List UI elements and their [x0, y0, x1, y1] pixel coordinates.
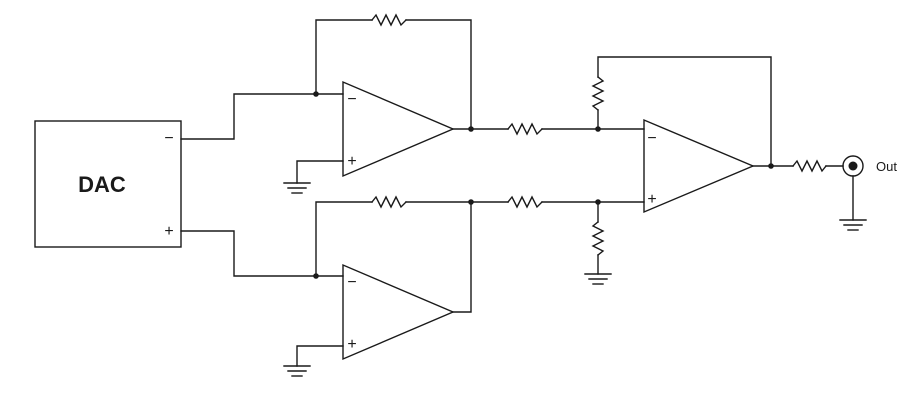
dac-block: DAC − +: [34, 120, 182, 248]
resistor-bottom-feedback: [371, 195, 407, 209]
dac-neg-pin-label: −: [164, 130, 173, 147]
resistor-diff-ground: [591, 221, 605, 256]
resistor-diff-input-top: [507, 122, 543, 136]
resistor-output: [792, 159, 827, 173]
junction-dot: [595, 199, 601, 205]
opamp-bottom-noninverting-label: +: [347, 336, 356, 353]
junction-dot: [468, 199, 474, 205]
wire-bottom-output: [452, 201, 472, 313]
opamp-diff-triangle: [643, 118, 755, 214]
dac-label: DAC: [78, 172, 126, 197]
wire-dac-pos-to-bottom-inverting: [180, 230, 344, 277]
wire-bottom-feedback-left: [315, 201, 373, 277]
opamp-top-inverting-label: −: [347, 91, 356, 108]
junction-dot: [313, 91, 319, 97]
ground-icon: [283, 182, 311, 194]
junction-dot: [468, 126, 474, 132]
opamp-bottom-inverting-label: −: [347, 274, 356, 291]
wire-top-noninverting-ground: [296, 160, 344, 184]
opamp-diff-noninverting-label: +: [647, 191, 656, 208]
resistor-diff-input-bottom: [507, 195, 543, 209]
dac-pos-pin-label: +: [164, 223, 173, 240]
opamp-top-noninverting-label: +: [347, 153, 356, 170]
opamp-diff: − +: [643, 118, 755, 214]
opamp-top-triangle: [342, 80, 455, 178]
wire-top-feedback-right: [405, 19, 472, 130]
opamp-diff-inverting-label: −: [647, 130, 656, 147]
junction-dot: [595, 126, 601, 132]
wire-diff-feedback-upper: [597, 56, 772, 167]
junction-dot: [768, 163, 774, 169]
wire-bottom-noninverting-ground: [296, 345, 344, 367]
output-label: Out: [876, 159, 897, 174]
opamp-bottom-triangle: [342, 263, 455, 361]
resistor-top-feedback: [371, 13, 407, 27]
resistor-diff-feedback: [591, 76, 605, 111]
ground-icon: [839, 219, 867, 231]
junction-dot: [313, 273, 319, 279]
ground-icon: [584, 273, 612, 285]
opamp-top: − +: [342, 80, 455, 178]
opamp-bottom: − +: [342, 263, 455, 361]
ground-icon: [283, 365, 311, 377]
wire-dac-neg-to-top-inverting: [180, 93, 344, 140]
dac-box: [34, 120, 182, 248]
wire-top-feedback-left: [315, 19, 373, 95]
bnc-connector-icon: [842, 155, 864, 177]
